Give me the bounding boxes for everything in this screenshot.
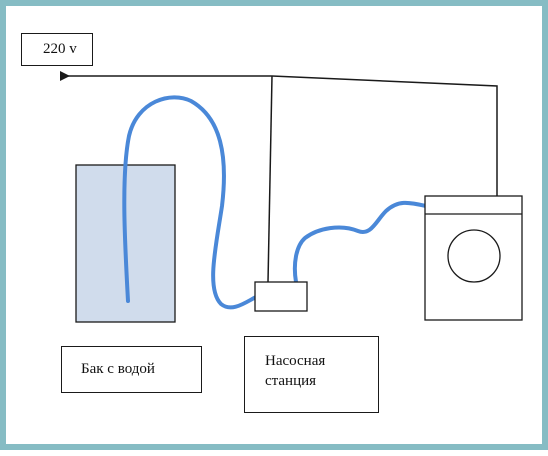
washing-machine-door	[447, 229, 501, 283]
pump-station	[254, 281, 308, 312]
outlet-hose	[292, 200, 428, 284]
voltage-label: 220 v	[43, 41, 77, 57]
power-wire-to-pump	[267, 75, 273, 283]
tank-label: Бак с водой	[81, 361, 155, 377]
diagram-drawing	[60, 71, 523, 323]
voltage-label-box: 220 v	[21, 33, 93, 66]
pump-station-label-line1: Насосная	[265, 353, 326, 369]
suction-hose	[122, 95, 258, 310]
pump-station-label-line2: станция	[265, 373, 317, 389]
pump-station-label-box: Насосная станция	[244, 336, 379, 413]
tank-label-box: Бак с водой	[61, 346, 202, 393]
power-wire-main	[60, 71, 498, 196]
